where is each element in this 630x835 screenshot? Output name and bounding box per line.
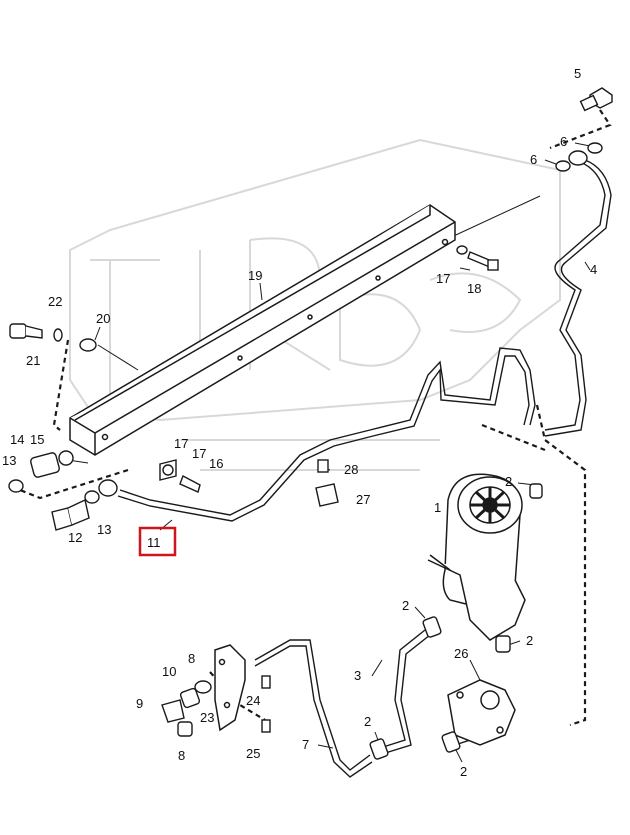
fuel-line-4 — [544, 159, 612, 437]
leader-lines — [67, 142, 591, 763]
callout-2-bottom[interactable]: 2 — [460, 764, 467, 779]
callout-12[interactable]: 12 — [68, 530, 82, 545]
callout-5[interactable]: 5 — [574, 66, 581, 81]
callout-23[interactable]: 23 — [200, 710, 214, 725]
callout-labels: 1 2 2 2 2 2 2 3 4 5 6 6 7 8 8 9 10 11 12… — [2, 66, 597, 779]
bracket-23 — [214, 644, 246, 732]
callout-2-mid-right[interactable]: 2 — [526, 633, 533, 648]
fuel-line-7 — [254, 639, 373, 778]
callout-17-rail[interactable]: 17 — [436, 271, 450, 286]
fuel-line-11 — [117, 347, 536, 522]
callout-1[interactable]: 1 — [434, 500, 441, 515]
callout-4[interactable]: 4 — [590, 262, 597, 277]
callout-8-upper[interactable]: 8 — [188, 651, 195, 666]
callout-21[interactable]: 21 — [26, 353, 40, 368]
callout-2-mid-left[interactable]: 2 — [402, 598, 409, 613]
callout-18[interactable]: 18 — [467, 281, 481, 296]
callout-2-top[interactable]: 2 — [505, 474, 512, 489]
dashed-relations — [19, 109, 612, 727]
callout-8-lower[interactable]: 8 — [178, 748, 185, 763]
callout-9[interactable]: 9 — [136, 696, 143, 711]
callout-17-mid[interactable]: 17 — [174, 436, 188, 451]
callout-19[interactable]: 19 — [248, 268, 262, 283]
callout-20[interactable]: 20 — [96, 311, 110, 326]
callout-24[interactable]: 24 — [246, 693, 260, 708]
callout-11[interactable]: 11 — [147, 535, 161, 550]
callout-10[interactable]: 10 — [162, 664, 176, 679]
callout-13-right[interactable]: 13 — [97, 522, 111, 537]
fuel-pump-26 — [447, 679, 516, 746]
callout-6-upper[interactable]: 6 — [560, 134, 567, 149]
callout-2-lower[interactable]: 2 — [364, 714, 371, 729]
callout-15[interactable]: 15 — [30, 432, 44, 447]
callout-7[interactable]: 7 — [302, 737, 309, 752]
callout-27[interactable]: 27 — [356, 492, 370, 507]
callout-6-lower[interactable]: 6 — [530, 152, 537, 167]
callout-26[interactable]: 26 — [454, 646, 468, 661]
callout-25[interactable]: 25 — [246, 746, 260, 761]
fuel-filter-1 — [427, 473, 526, 641]
callout-28[interactable]: 28 — [344, 462, 358, 477]
callout-14[interactable]: 14 — [10, 432, 24, 447]
callout-13-left[interactable]: 13 — [2, 453, 16, 468]
callout-16[interactable]: 16 — [209, 456, 223, 471]
callout-17-lower[interactable]: 17 — [192, 446, 206, 461]
callout-22[interactable]: 22 — [48, 294, 62, 309]
callout-3[interactable]: 3 — [354, 668, 361, 683]
fuel-rail-19 — [69, 204, 456, 456]
highlight-box-11 — [138, 526, 177, 557]
hardware — [8, 87, 613, 760]
